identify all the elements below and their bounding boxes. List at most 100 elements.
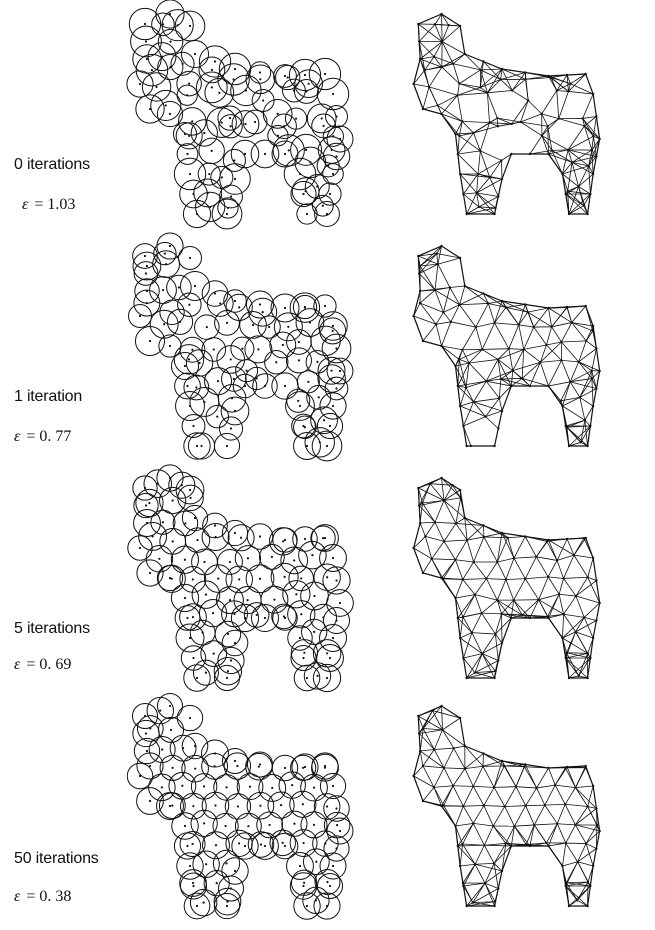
mesh-edge (475, 864, 485, 883)
mesh-edge (559, 91, 569, 118)
mesh-edge (542, 91, 557, 114)
mesh-edge (537, 788, 545, 805)
triangle-mesh-figure (405, 8, 620, 238)
mesh-edge (549, 768, 556, 785)
mesh-edge (434, 42, 442, 57)
mesh-edge (548, 577, 559, 594)
mesh-node (424, 535, 426, 537)
mesh-edge (525, 577, 548, 579)
mesh-node (480, 612, 482, 614)
mesh-edge (567, 767, 575, 788)
mesh-edge (488, 301, 502, 303)
mesh-node (574, 824, 576, 826)
mesh-edge (580, 371, 592, 398)
circle-packing-figure (125, 700, 365, 930)
mesh-edge (473, 823, 484, 845)
circle-center (194, 285, 196, 287)
mesh-edge (455, 560, 462, 580)
circle-center (304, 766, 306, 768)
circle-center (189, 405, 191, 407)
circle-center (326, 445, 328, 447)
mesh-edge (435, 522, 444, 541)
mesh-edge (521, 114, 542, 122)
mesh-node (484, 415, 486, 417)
circle-center (271, 787, 273, 789)
mesh-edge (530, 825, 534, 846)
iteration-label: 5 iterations (14, 620, 90, 638)
circle-center (148, 502, 150, 504)
mesh-node (545, 842, 547, 844)
mesh-edge (549, 540, 574, 555)
mesh-node (433, 786, 435, 788)
mesh-node (479, 69, 481, 71)
circle-center (188, 135, 190, 137)
mesh-node (524, 804, 526, 806)
mesh-edge (443, 718, 461, 730)
mesh-node (475, 326, 477, 328)
mesh-edge (458, 154, 478, 174)
circle-center (299, 637, 301, 639)
mesh-edge (420, 42, 442, 59)
mesh-node (472, 132, 474, 134)
circle-center (306, 445, 308, 447)
mesh-edge (498, 359, 513, 370)
circle-center (227, 670, 229, 672)
mesh-edge (525, 579, 538, 600)
mesh-edge (450, 286, 465, 287)
circle-center (161, 748, 163, 750)
mesh-edge (530, 136, 542, 154)
mesh-edge (566, 653, 588, 658)
circle-center (332, 865, 334, 867)
mesh-edge (442, 478, 444, 501)
circle-center (330, 370, 332, 372)
mesh-edge (506, 579, 525, 580)
mesh-edge (540, 362, 548, 386)
circle-center (189, 865, 191, 867)
mesh-edge (477, 177, 490, 192)
circle-center (300, 577, 302, 579)
mesh-edge (482, 613, 502, 614)
mesh-edge (486, 359, 498, 381)
mesh-edge (575, 806, 587, 824)
mesh-edge (548, 560, 557, 576)
mesh-edge (482, 643, 502, 654)
mesh-node (422, 727, 424, 729)
circle-center (264, 153, 266, 155)
mesh-edge (469, 349, 482, 363)
circle-center (324, 73, 326, 75)
mesh-node (503, 765, 505, 767)
mesh-node (567, 149, 569, 151)
circle-center (188, 304, 190, 306)
mesh-edge (495, 301, 502, 323)
mesh-node (474, 671, 476, 673)
circle-center (169, 345, 171, 347)
mesh-node (541, 134, 543, 136)
circle-center (224, 825, 226, 827)
circle-center (324, 537, 326, 539)
mesh-edge (514, 806, 525, 826)
circle-center (161, 786, 163, 788)
mesh-edge (420, 751, 423, 766)
circle-center (225, 786, 227, 788)
mesh-edge (486, 579, 506, 580)
mesh-edge (549, 308, 552, 327)
mesh-node (441, 40, 443, 42)
mesh-edge (455, 540, 467, 560)
epsilon-value: = 0. 77 (26, 428, 71, 445)
circle-center (241, 348, 243, 350)
mesh-edge (463, 806, 473, 823)
circle-center (171, 805, 173, 807)
circle-center (189, 489, 191, 491)
circle-center (332, 785, 334, 787)
mesh-edge (562, 406, 584, 420)
circle-center (323, 419, 325, 421)
mesh-edge (505, 806, 526, 807)
mesh-edge (469, 363, 486, 381)
mesh-edge (564, 577, 588, 578)
epsilon-label: ε= 0. 38 (14, 888, 71, 906)
mesh-edge (565, 804, 575, 825)
circle-center (158, 558, 160, 560)
mesh-edge (487, 90, 512, 92)
mesh-edge (456, 595, 475, 598)
circle-center (282, 842, 284, 844)
